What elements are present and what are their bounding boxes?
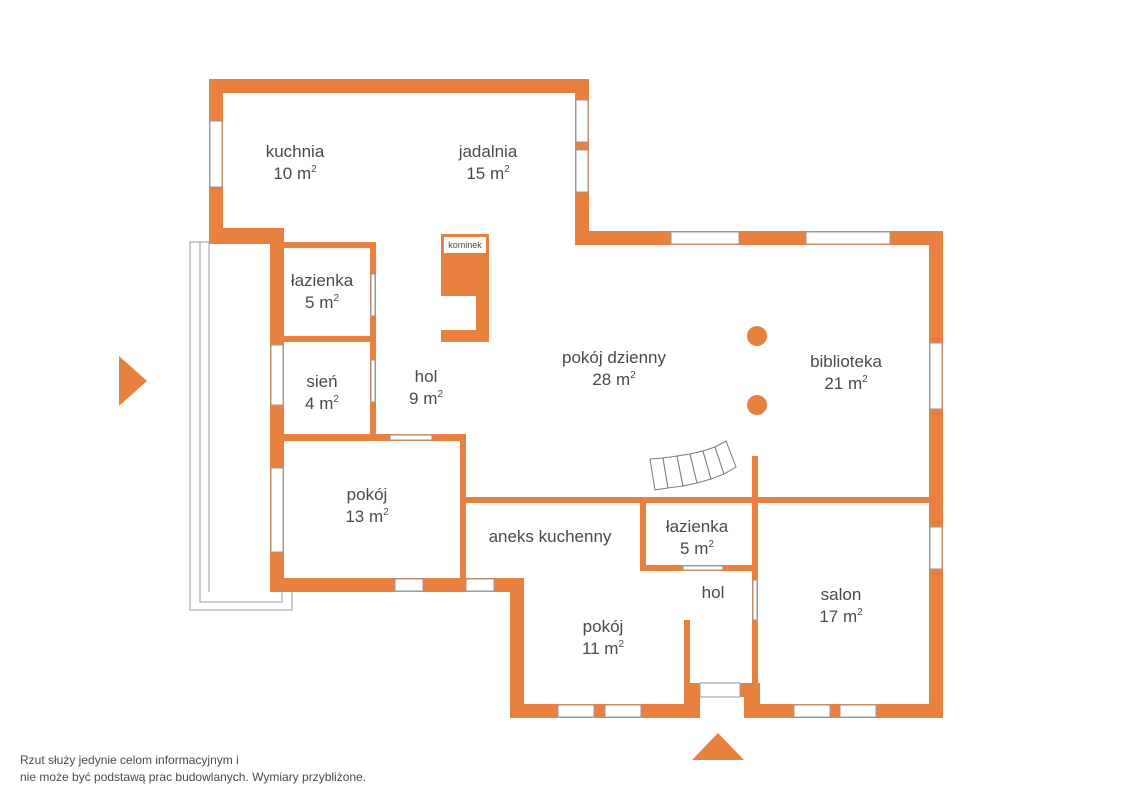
room-area-kuchnia: 10 m2	[273, 164, 317, 183]
stairs	[649, 440, 737, 491]
room-name-pokoj-2: pokój	[583, 617, 624, 636]
terrace	[189, 241, 293, 611]
interior-walls	[270, 242, 929, 688]
room-name-sien: sień	[306, 372, 337, 391]
room-name-pokoj-dzienny: pokój dzienny	[562, 348, 666, 367]
disclaimer: Rzut służy jedynie celom informacyjnym i…	[20, 752, 366, 786]
room-area-jadalnia: 15 m2	[466, 164, 510, 183]
room-labels: kuchnia 10 m2 jadalnia 15 m2 łazienka 5 m2 sie…	[266, 142, 883, 658]
room-name-lazienka-2: łazienka	[666, 517, 729, 536]
fireplace-label: kominek	[448, 240, 482, 250]
outer-walls	[209, 79, 943, 718]
disclaimer-line-1: Rzut służy jedynie celom informacyjnym i	[20, 753, 239, 767]
room-area-biblioteka: 21 m2	[824, 374, 868, 393]
windows	[209, 99, 943, 718]
entrance-arrow-bottom	[692, 733, 744, 760]
room-name-kuchnia: kuchnia	[266, 142, 325, 161]
room-name-hol-2: hol	[702, 583, 725, 602]
room-name-salon: salon	[821, 585, 862, 604]
room-name-aneks-kuchenny: aneks kuchenny	[489, 527, 612, 546]
room-area-lazienka-2: 5 m2	[680, 539, 714, 558]
room-name-jadalnia: jadalnia	[458, 142, 518, 161]
column	[747, 395, 767, 415]
room-area-salon: 17 m2	[819, 607, 863, 626]
disclaimer-line-2: nie może być podstawą prac budowlanych. …	[20, 770, 367, 784]
column	[747, 326, 767, 346]
entrance-arrow-left	[119, 356, 147, 406]
room-area-sien: 4 m2	[305, 394, 339, 413]
room-name-lazienka-1: łazienka	[291, 271, 354, 290]
room-name-hol-1: hol	[415, 367, 438, 386]
fireplace: kominek	[441, 234, 489, 342]
room-area-pokoj-2: 11 m2	[582, 639, 625, 658]
room-name-pokoj-1: pokój	[347, 485, 388, 504]
room-area-pokoj-dzienny: 28 m2	[592, 370, 636, 389]
room-area-pokoj-1: 13 m2	[345, 507, 389, 526]
room-area-lazienka-1: 5 m2	[305, 293, 339, 312]
room-area-hol-1: 9 m2	[409, 389, 443, 408]
room-name-biblioteka: biblioteka	[810, 352, 882, 371]
